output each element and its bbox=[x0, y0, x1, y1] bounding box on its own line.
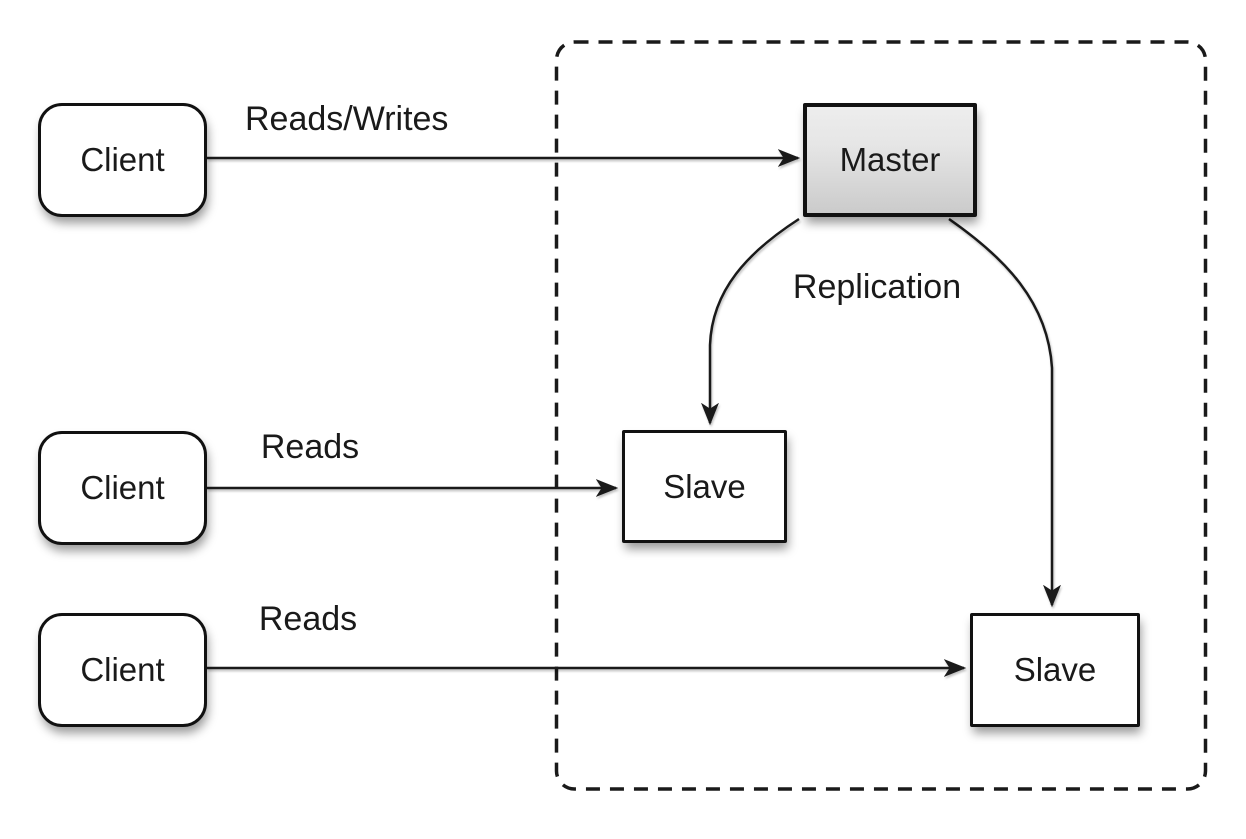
node-client-bottom: Client bbox=[38, 613, 207, 727]
node-client-middle-label: Client bbox=[80, 469, 165, 506]
edge-label-replication: Replication bbox=[792, 268, 962, 306]
node-master: Master bbox=[803, 103, 977, 217]
node-client-middle: Client bbox=[38, 431, 207, 545]
node-slave-right-label: Slave bbox=[1013, 651, 1097, 688]
replication-cluster-boundary bbox=[554, 40, 1208, 791]
node-slave-right: Slave bbox=[970, 613, 1140, 727]
node-client-top: Client bbox=[38, 103, 207, 217]
replication-curve-right bbox=[948, 217, 1061, 608]
replication-curve-left bbox=[701, 217, 800, 426]
edge-label-reads-bottom: Reads bbox=[258, 600, 358, 638]
node-master-label: Master bbox=[839, 141, 941, 178]
edge-label-reads-middle: Reads bbox=[260, 428, 360, 466]
edge-label-reads-writes: Reads/Writes bbox=[245, 100, 449, 138]
node-client-bottom-label: Client bbox=[80, 651, 165, 688]
node-slave-left: Slave bbox=[622, 430, 787, 543]
node-slave-left-label: Slave bbox=[663, 467, 746, 505]
node-client-top-label: Client bbox=[80, 141, 165, 178]
